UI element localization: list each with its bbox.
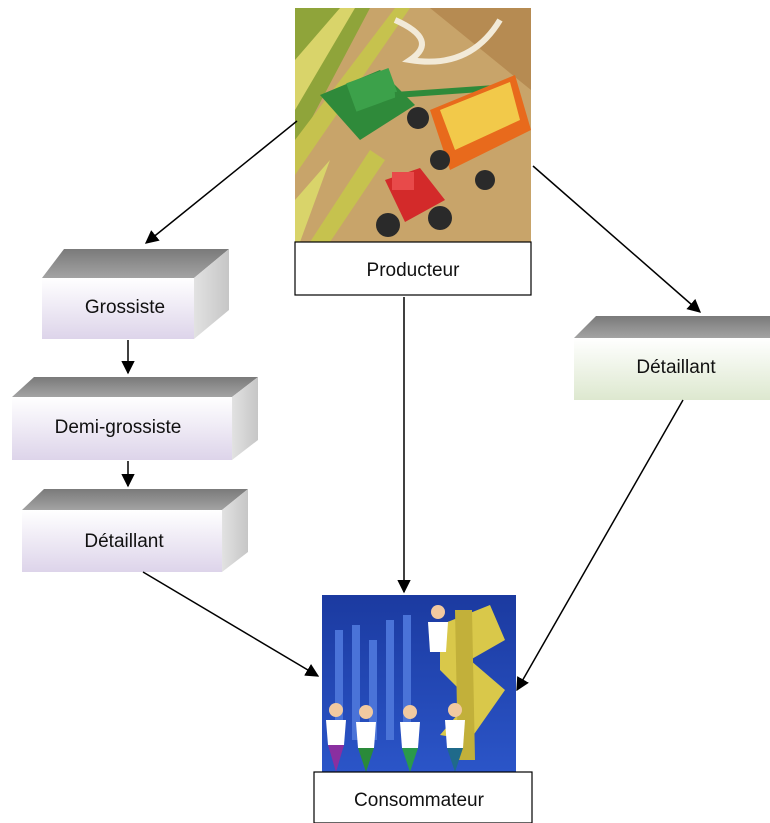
arrow-producer-to-retailer-short <box>532 165 702 313</box>
retailer-long-label: Détaillant <box>84 531 164 552</box>
producer-label: Producteur <box>367 260 461 281</box>
semi-wholesaler-label: Demi-grossiste <box>55 417 182 438</box>
wholesaler-box: Grossiste <box>42 249 229 339</box>
arrow-retailer-long-to-consumer <box>142 571 320 677</box>
semi-wholesaler-box: Demi-grossiste <box>12 377 258 460</box>
business-people-dollar-clipart <box>322 595 516 772</box>
retailer-short-label: Détaillant <box>636 357 716 378</box>
consumer-node: Consommateur <box>313 771 533 823</box>
producer-node: Producteur <box>294 241 532 296</box>
consumer-label: Consommateur <box>354 790 485 811</box>
wholesaler-label: Grossiste <box>85 297 165 318</box>
arrow-producer-to-wholesaler <box>144 120 298 244</box>
retailer-box-long: Détaillant <box>22 489 248 572</box>
arrow-retailer-short-to-consumer <box>516 399 684 692</box>
retailer-box-short: Détaillant <box>574 316 770 400</box>
farm-harvest-clipart <box>295 8 531 242</box>
